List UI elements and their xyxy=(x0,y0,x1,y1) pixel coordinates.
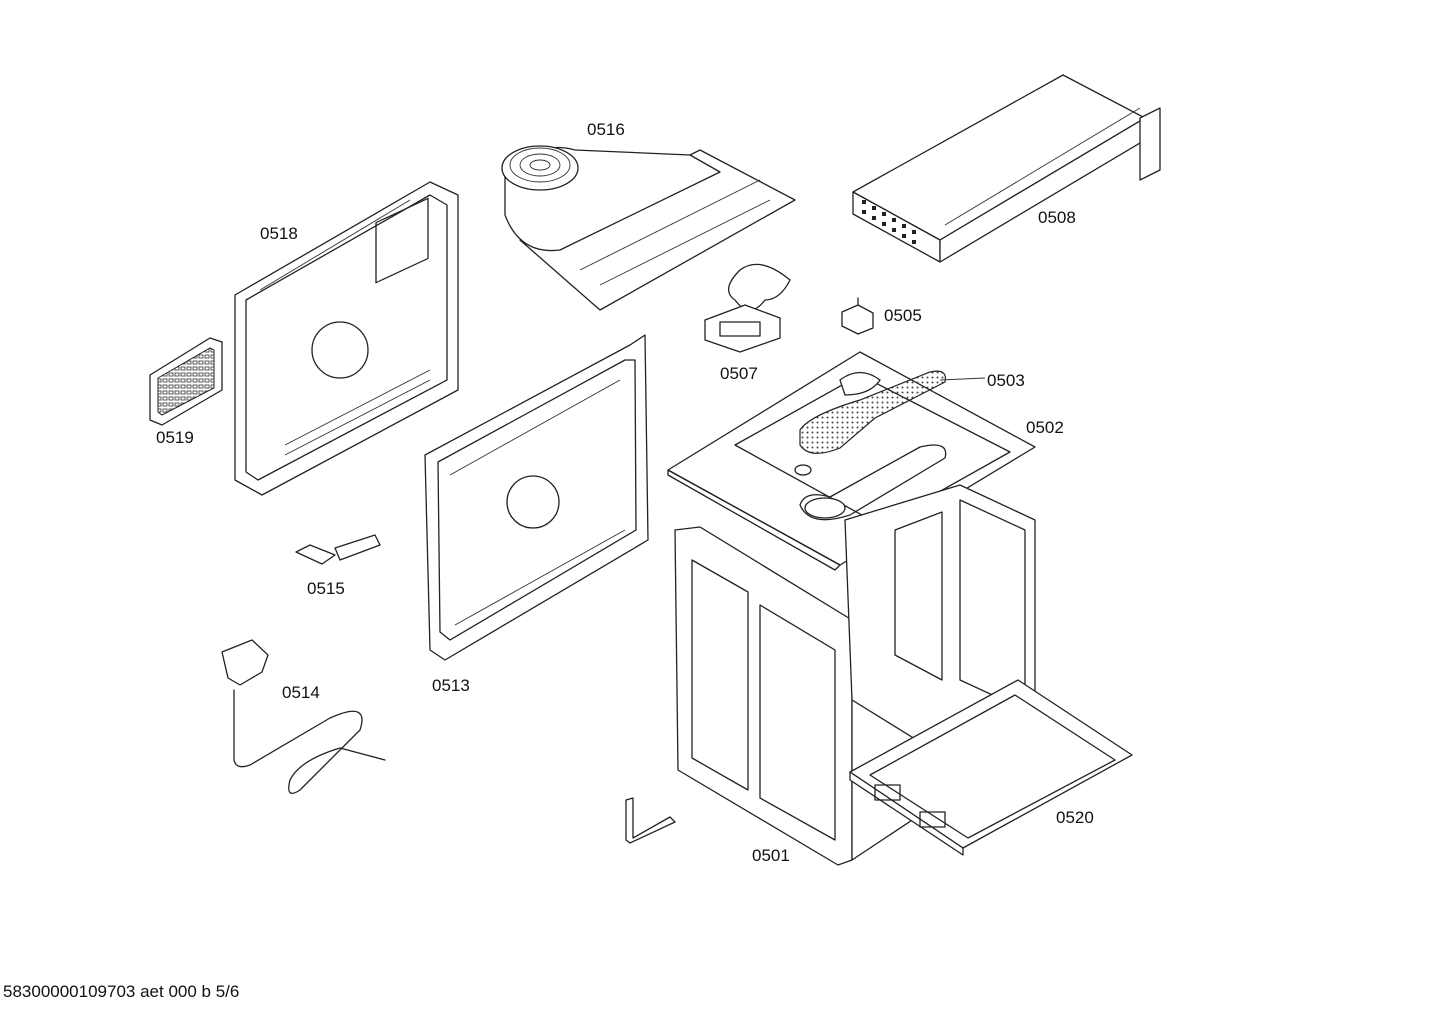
part-0507-fan-motor xyxy=(704,263,791,353)
part-0518-rear-panel xyxy=(234,181,459,496)
label-0516: 0516 xyxy=(587,120,625,139)
part-0519-grille xyxy=(149,337,223,426)
part-0514-power-cord xyxy=(221,639,386,794)
label-0507: 0507 xyxy=(720,364,758,383)
label-0501: 0501 xyxy=(752,846,790,865)
label-0519: 0519 xyxy=(156,428,194,447)
label-0514: 0514 xyxy=(282,683,320,702)
part-0502-top-plate xyxy=(667,351,1036,571)
part-0516-fan-housing xyxy=(501,145,796,311)
label-0505: 0505 xyxy=(884,306,922,325)
document-id: 58300000109703 aet 000 b 5/6 xyxy=(3,982,240,1001)
label-0518: 0518 xyxy=(260,224,298,243)
label-0503: 0503 xyxy=(987,371,1025,390)
label-0513: 0513 xyxy=(432,676,470,695)
label-0520: 0520 xyxy=(1056,808,1094,827)
part-0508-top-cover xyxy=(852,74,1161,263)
part-0505-thermostat xyxy=(841,297,874,335)
part-0513-back-panel xyxy=(424,334,649,661)
label-0508: 0508 xyxy=(1038,208,1076,227)
leader-line-0503 xyxy=(939,377,986,381)
label-0515: 0515 xyxy=(307,579,345,598)
part-0515-sensor xyxy=(295,534,381,565)
part-bracket xyxy=(625,797,676,844)
label-0502: 0502 xyxy=(1026,418,1064,437)
part-0520-bottom-tray xyxy=(849,679,1133,856)
part-0503-heating-element xyxy=(799,370,947,454)
